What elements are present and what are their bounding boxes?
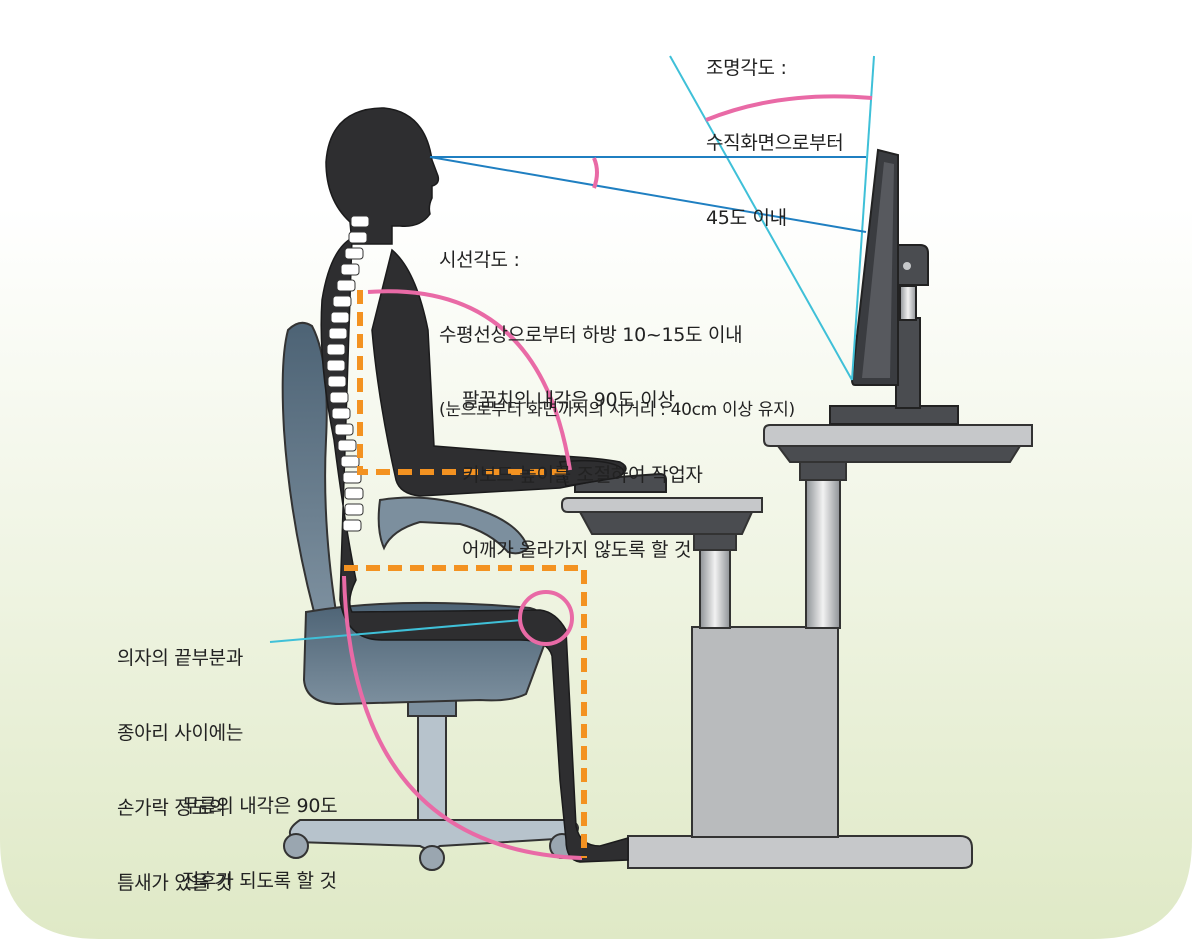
elbow-label-line-2: 키보드 높이를 조절하여 작업자 [462, 463, 703, 488]
vertebra [341, 264, 359, 275]
vertebra [329, 328, 347, 339]
vertebra [345, 488, 363, 499]
vertebra [331, 312, 349, 323]
lighting-label-line-1: 조명각도 : [706, 56, 843, 81]
desk-cabinet [692, 627, 838, 837]
knee-label-line-2: 전후가 되도록 할 것 [182, 869, 337, 894]
vertebra [332, 408, 350, 419]
vertebra [337, 280, 355, 291]
keyboard-tray-column [700, 548, 730, 628]
vertebra [345, 504, 363, 515]
elbow-label-line-3: 어깨가 올라가지 않도록 할 것 [462, 538, 703, 563]
knee-angle-label: 무릎의 내각은 90도 전후가 되도록 할 것 [182, 744, 337, 944]
vertebra [343, 520, 361, 531]
desk-top [764, 425, 1032, 446]
chair-gas-lift [418, 712, 446, 820]
vertebra [333, 296, 351, 307]
vertebra [351, 216, 369, 227]
seat-gap-label-line-2: 종아리 사이에는 [117, 721, 243, 746]
vertebra [349, 232, 367, 243]
vertebra [335, 424, 353, 435]
desk-floor-base [628, 836, 972, 868]
vertebra [327, 360, 345, 371]
desk-column [806, 478, 840, 628]
elbow-label-line-1: 팔꿈치의 내각은 90도 이상 [462, 388, 703, 413]
vertebra [345, 248, 363, 259]
gaze-label-line-1: 시선각도 : [439, 248, 795, 273]
vertebra [338, 440, 356, 451]
vertebra [327, 344, 345, 355]
monitor-base [830, 406, 958, 424]
knee-label-line-1: 무릎의 내각은 90도 [182, 794, 337, 819]
lighting-label-line-2: 수직화면으로부터 [706, 131, 843, 156]
elbow-angle-label: 팔꿈치의 내각은 90도 이상 키보드 높이를 조절하여 작업자 어깨가 올라가… [462, 338, 703, 613]
seat-gap-label-line-1: 의자의 끝부분과 [117, 646, 243, 671]
vertebra [341, 456, 359, 467]
vertebra [330, 392, 348, 403]
monitor-stand [896, 318, 920, 408]
vertebra [328, 376, 346, 387]
